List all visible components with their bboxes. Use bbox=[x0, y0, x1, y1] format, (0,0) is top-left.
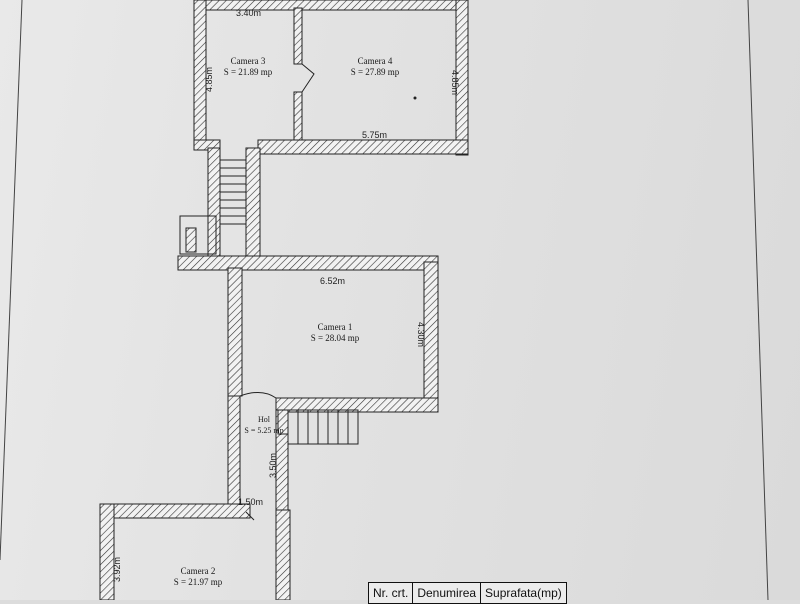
room-area: S = 27.89 mp bbox=[350, 67, 400, 77]
room-name: Camera 1 bbox=[317, 322, 353, 332]
dimension-c3-width: 3.40m bbox=[236, 8, 262, 18]
dimension-c3-height: 4.85m bbox=[204, 66, 214, 92]
table-header-suprafata: Suprafata(mp) bbox=[480, 582, 567, 604]
dimension-hol-height: 3.50m bbox=[268, 452, 278, 478]
dimension-c4-height: 4.85m bbox=[450, 70, 460, 96]
room-name: Camera 3 bbox=[230, 56, 266, 66]
area-table: Nr. crt. Denumirea Suprafata(mp) bbox=[367, 582, 567, 604]
room-area: S = 21.89 mp bbox=[223, 67, 273, 77]
hol-walls bbox=[227, 395, 289, 523]
dimension-c1-width: 6.52m bbox=[320, 276, 346, 286]
room-name: Hol bbox=[258, 415, 270, 424]
room-area: S = 28.04 mp bbox=[310, 333, 360, 343]
room-camera-4: Camera 4 S = 27.89 mp bbox=[340, 56, 410, 78]
room-name: Camera 2 bbox=[180, 566, 216, 576]
table-header-denumirea: Denumirea bbox=[412, 582, 482, 604]
dimension-c2-height: 3.92m bbox=[112, 556, 122, 582]
dimension-c4-width: 5.75m bbox=[362, 130, 388, 140]
dimension-c1-height: 4.30m bbox=[416, 322, 426, 348]
room-area: S = 21.97 mp bbox=[173, 577, 223, 587]
paper-border-right bbox=[747, 0, 769, 600]
camera2-walls bbox=[99, 503, 291, 600]
dimension-hol-width: 1.50m bbox=[238, 497, 264, 507]
stair-corridor bbox=[179, 147, 261, 257]
room-name: Camera 4 bbox=[357, 56, 393, 66]
room-hol: Hol S = 5.25 mp bbox=[236, 414, 292, 436]
room-camera-1: Camera 1 S = 28.04 mp bbox=[300, 322, 370, 344]
room-area: S = 5.25 mp bbox=[244, 426, 284, 435]
table-header-nr: Nr. crt. bbox=[367, 582, 414, 604]
paper-border-left bbox=[0, 0, 23, 561]
room-camera-2: Camera 2 S = 21.97 mp bbox=[158, 566, 238, 588]
upper-block-walls bbox=[193, 0, 469, 156]
room-camera-3: Camera 3 S = 21.89 mp bbox=[220, 56, 276, 78]
table-header-row: Nr. crt. Denumirea Suprafata(mp) bbox=[367, 582, 567, 604]
camera1-walls bbox=[177, 255, 439, 445]
